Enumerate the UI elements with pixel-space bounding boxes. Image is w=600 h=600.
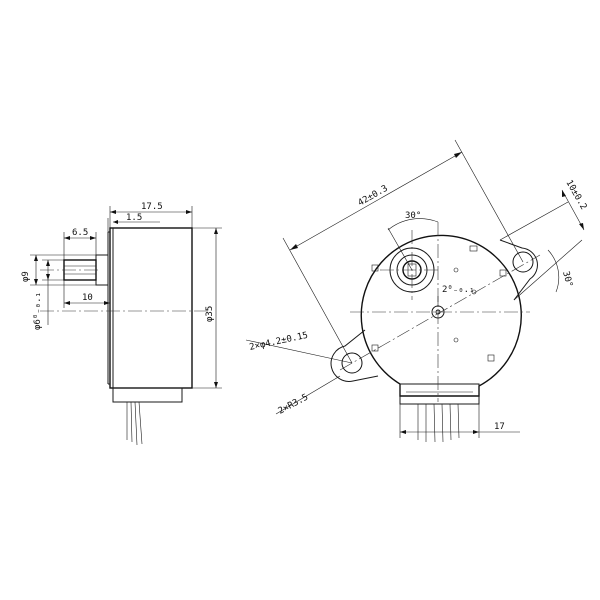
lead-outlet-box — [112, 387, 183, 403]
lead-wires-side — [126, 401, 143, 446]
dim-angle-top: 30° — [405, 211, 421, 221]
dim-shaft-flat-dia: φ9 — [21, 271, 31, 282]
dim-shaft-length: 6.5 — [72, 228, 88, 238]
label-hole-spec: 2×φ4.2±0.15 — [249, 331, 309, 353]
mounting-hole-axis — [339, 254, 541, 371]
side-view: 17.5 1.5 6.5 φ9 φ6⁰₋₀.₁ 10 — [21, 202, 222, 446]
motor-body-front — [360, 234, 522, 397]
leader-hole-spec — [245, 339, 353, 364]
dim-line-42 — [289, 151, 463, 251]
dim-flange-thickness: 1.5 — [126, 213, 142, 223]
front-view: 42±0.3 30° 10±0.2 30° 2×φ4.2±0.15 2×R3.5… — [245, 139, 588, 443]
dim-angle-right: 30° — [560, 270, 574, 288]
dim-ear-width: 10±0.2 — [563, 179, 588, 212]
dim-lead-width: 17 — [494, 422, 505, 432]
label-ear-radius: 2×R3.5 — [277, 393, 310, 417]
lead-housing — [399, 383, 480, 405]
dim-body-dia: φ35 — [205, 306, 215, 322]
motor-body-outline — [109, 227, 193, 389]
label-small-hole: 2⁰₋₀.₁ — [442, 285, 475, 295]
dim-overall-length: 17.5 — [141, 202, 163, 212]
dim-shaft-dia: φ6⁰₋₀.₁ — [33, 292, 43, 330]
lead-wires-front — [417, 403, 460, 443]
dim-shaft-protrusion: 10 — [82, 293, 93, 303]
leader-ear-radius — [275, 375, 341, 415]
